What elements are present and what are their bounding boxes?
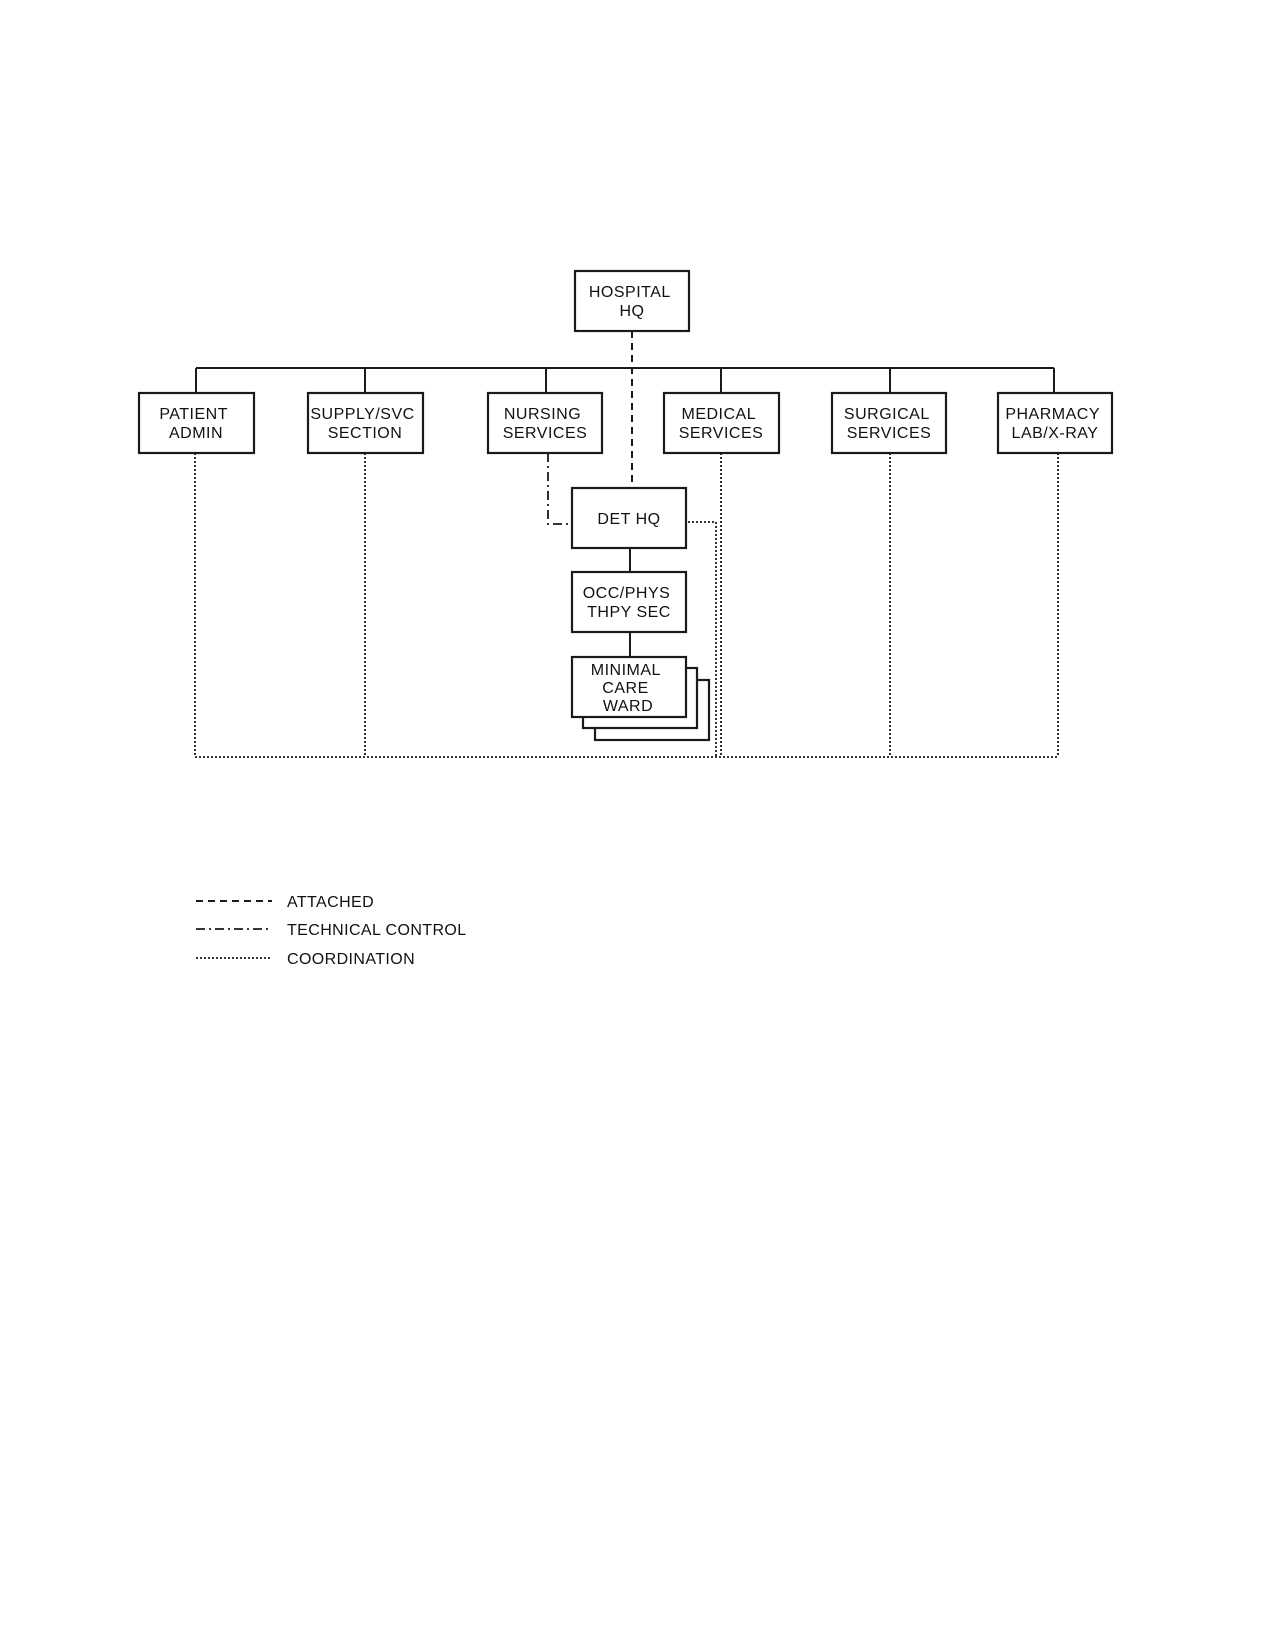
occ-phys-thpy-sec-box xyxy=(570,570,688,634)
legend-technical-control-label: TECHNICAL CONTROL xyxy=(287,922,467,939)
technical-control-line xyxy=(547,453,573,525)
supply-svc-section-box xyxy=(306,391,425,455)
coordination-lines xyxy=(194,453,1059,758)
medical-services-box xyxy=(662,391,781,455)
legend-coordination-label: COORDINATION xyxy=(287,951,415,968)
minimal-care-ward-stack xyxy=(570,655,711,742)
surgical-services-label: SURGICAL SERVICES xyxy=(844,406,934,442)
medical-services-label: MEDICAL SERVICES xyxy=(679,406,764,442)
hierarchy-lines xyxy=(195,367,1055,657)
det-hq-box xyxy=(570,486,688,550)
minimal-care-ward-label: MINIMAL CARE WARD xyxy=(591,662,666,715)
patient-admin-box xyxy=(137,391,256,455)
det-hq-label: DET HQ xyxy=(597,511,660,528)
legend: ATTACHED TECHNICAL CONTROL COORDINATION xyxy=(196,894,467,968)
pharmacy-lab-xray-label: PHARMACY LAB/X-RAY xyxy=(1005,406,1104,442)
surgical-services-box xyxy=(830,391,948,455)
legend-attached-label: ATTACHED xyxy=(287,894,374,911)
pharmacy-lab-xray-box xyxy=(996,391,1114,455)
occ-phys-thpy-sec-label: OCC/PHYS THPY SEC xyxy=(583,585,676,621)
hospital-hq-label: HOSPITAL HQ xyxy=(589,284,675,320)
hospital-hq-box xyxy=(573,269,691,333)
nursing-services-label: NURSING SERVICES xyxy=(503,406,588,442)
patient-admin-label: PATIENT ADMIN xyxy=(159,406,232,442)
nursing-services-box xyxy=(486,391,604,455)
supply-svc-section-label: SUPPLY/SVC SECTION xyxy=(310,406,419,442)
